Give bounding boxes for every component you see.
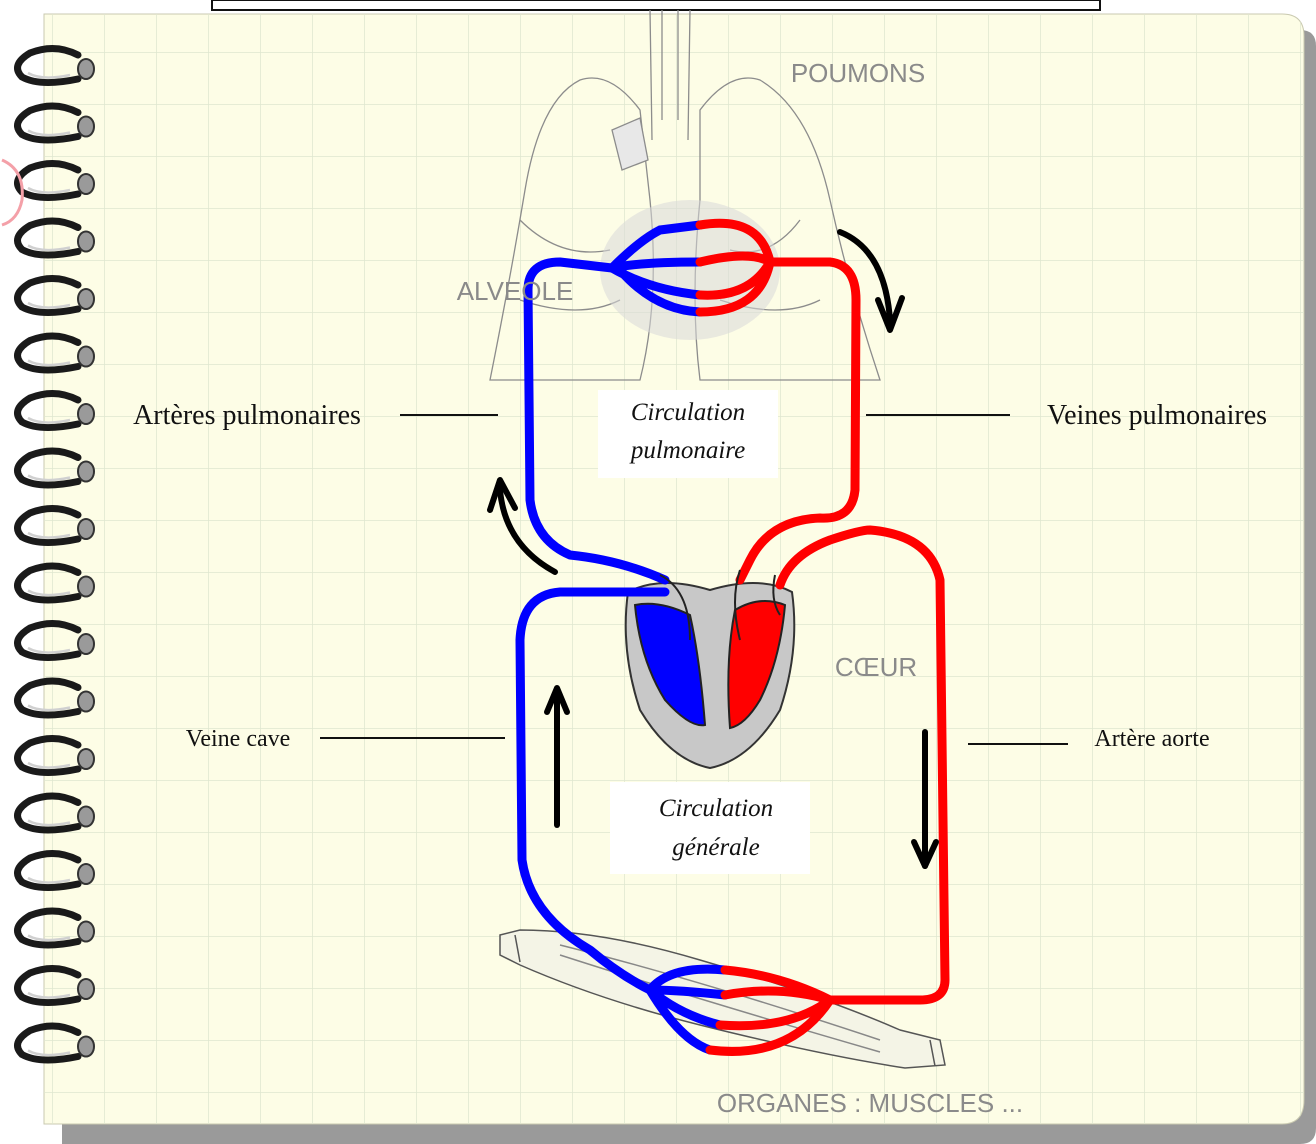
- binding-hole: [78, 347, 94, 367]
- binding-hole: [78, 232, 94, 252]
- binding-hole: [78, 404, 94, 424]
- binding-hole: [78, 807, 94, 827]
- binding-hole: [78, 289, 94, 309]
- binding-hole: [78, 174, 94, 194]
- label-pulmonary-veins: Veines pulmonaires: [1047, 400, 1267, 431]
- binding-hole: [78, 864, 94, 884]
- binding-hole: [78, 462, 94, 482]
- label-general-circulation-2: générale: [672, 834, 759, 861]
- binding-hole: [78, 922, 94, 942]
- label-alveole: ALVEOLE: [457, 276, 574, 306]
- binding-hole: [78, 59, 94, 79]
- binding-hole: [78, 577, 94, 597]
- binding-hole: [78, 692, 94, 712]
- binding-hole: [78, 519, 94, 539]
- top-tab: [212, 0, 1100, 10]
- label-aorta: Artère aorte: [1094, 726, 1209, 752]
- binding-hole: [78, 749, 94, 769]
- label-heart: CŒUR: [835, 652, 917, 682]
- label-vena-cava: Veine cave: [186, 726, 291, 752]
- binding-hole: [78, 117, 94, 137]
- label-pulmonary-circulation-2: pulmonaire: [629, 437, 745, 464]
- label-pulmonary-arteries: Artères pulmonaires: [133, 400, 361, 431]
- label-general-circulation-1: Circulation: [659, 795, 773, 822]
- binding-hole: [78, 979, 94, 999]
- label-lungs: POUMONS: [791, 58, 925, 88]
- label-organs: ORGANES : MUSCLES ...: [717, 1088, 1023, 1118]
- binding-hole: [78, 1037, 94, 1057]
- label-pulmonary-circulation-1: Circulation: [631, 399, 745, 426]
- binding-hole: [78, 634, 94, 654]
